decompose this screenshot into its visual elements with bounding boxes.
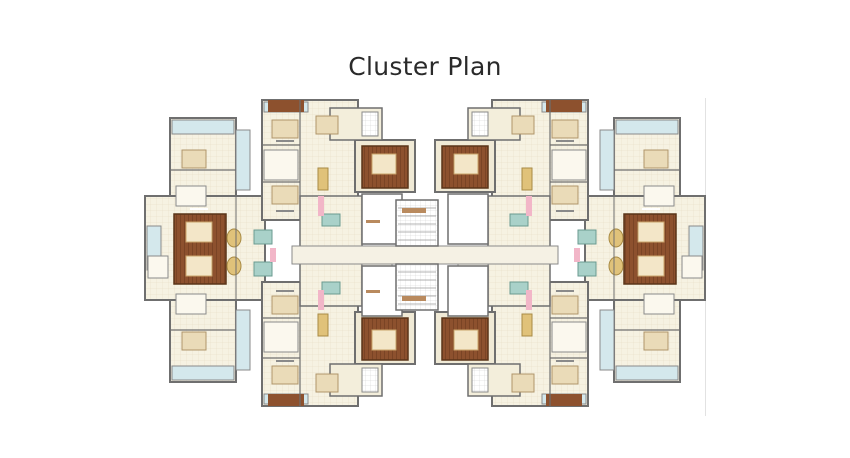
- left-wing: [144, 99, 416, 407]
- central-core: [291, 193, 559, 317]
- page-title: Cluster Plan: [348, 52, 502, 81]
